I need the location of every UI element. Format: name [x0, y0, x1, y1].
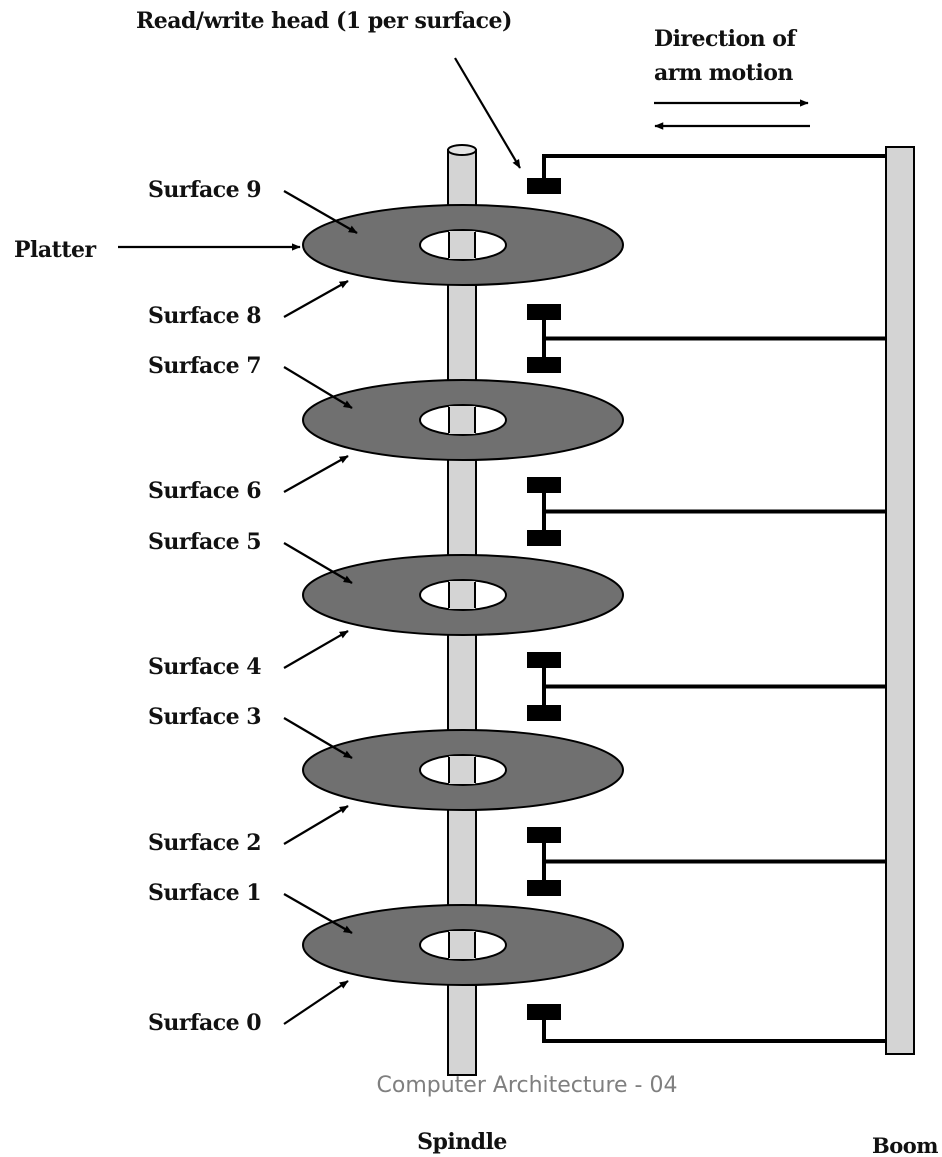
platter: [302, 204, 624, 286]
surface-labels: Surface 9 Surface 8 Surface 7 Surface 6 Surf…: [148, 177, 358, 1036]
arm-top: [542, 154, 886, 178]
surface-pointer-arrow: [283, 717, 353, 759]
read-write-head: [527, 652, 561, 668]
platter: [302, 904, 624, 986]
surface-pointer-arrow: [283, 893, 353, 934]
surface-label: Surface 9: [148, 177, 261, 203]
surface-label: Surface 7: [148, 353, 261, 379]
read-write-head: [527, 357, 561, 373]
read-write-head: [527, 1004, 561, 1020]
surface-pointer-arrow: [283, 455, 349, 493]
direction-label-line1: Direction of: [654, 26, 797, 52]
read-write-head: [527, 304, 561, 320]
surface-pointer-arrow: [283, 542, 353, 584]
spindle-segment: [449, 581, 475, 609]
surface-pointer-arrow: [283, 630, 349, 669]
surface-pointer-arrow: [283, 366, 353, 409]
spindle-segment: [449, 931, 475, 959]
read-write-head: [527, 530, 561, 546]
read-write-head: [527, 827, 561, 843]
surface-label: Surface 2: [148, 830, 261, 856]
platter-stack: [302, 204, 624, 986]
read-write-head: [527, 880, 561, 896]
surface-pointer-arrow: [283, 805, 349, 845]
read-write-head: [527, 178, 561, 194]
boom: [885, 146, 915, 1055]
spindle-segment: [449, 406, 475, 434]
surface-pointer-arrow: [283, 280, 349, 318]
surface-label: Surface 5: [148, 529, 261, 555]
platter: [302, 379, 624, 461]
platter: [302, 729, 624, 811]
surface-pointer-arrow: [283, 190, 358, 234]
read-write-head: [527, 477, 561, 493]
platter-label: Platter: [14, 237, 96, 263]
spindle-label: Spindle: [417, 1129, 507, 1155]
platter: [302, 554, 624, 636]
direction-label-line2: arm motion: [654, 60, 793, 86]
surface-label: Surface 8: [148, 303, 261, 329]
surface-label: Surface 6: [148, 478, 261, 504]
spindle-segment: [449, 231, 475, 259]
head-pointer-arrow: [454, 57, 521, 169]
head-label: Read/write head (1 per surface): [136, 8, 512, 34]
footer-text: Computer Architecture - 04: [377, 1073, 678, 1098]
read-write-head: [527, 705, 561, 721]
head-arm-assembly: [527, 154, 886, 1043]
surface-pointer-arrow: [283, 980, 349, 1025]
surface-label: Surface 1: [148, 880, 261, 906]
surface-label: Surface 0: [148, 1010, 261, 1036]
surface-label: Surface 4: [148, 654, 261, 680]
arm-bottom: [542, 1020, 886, 1043]
surface-label: Surface 3: [148, 704, 261, 730]
spindle-segment: [449, 756, 475, 784]
boom-label: Boom: [872, 1133, 938, 1157]
